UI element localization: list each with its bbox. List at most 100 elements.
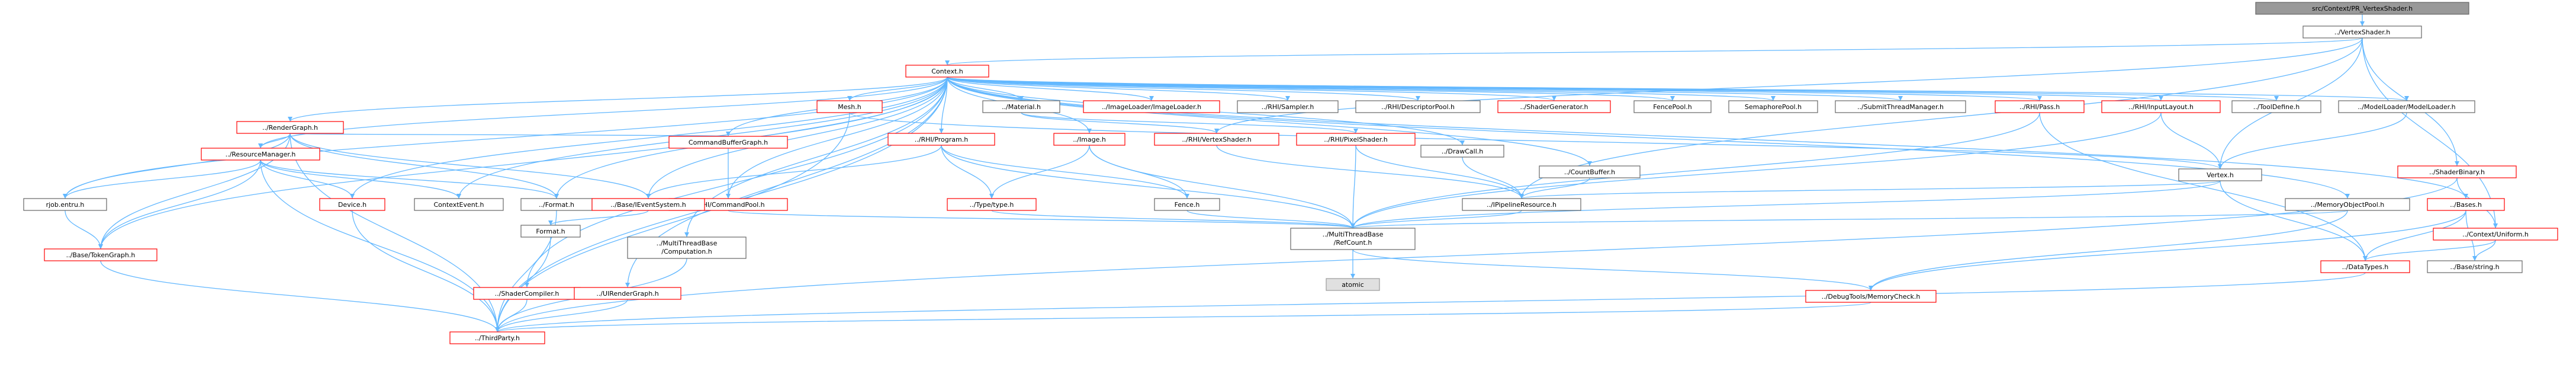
node-box-descpool xyxy=(1355,100,1481,113)
node-uniform[interactable]: ../Context/Uniform.h xyxy=(2433,228,2558,241)
node-sempool[interactable]: SemaphorePool.h xyxy=(1728,100,1818,113)
node-label-mesh: Mesh.h xyxy=(838,103,861,111)
node-fence[interactable]: Fence.h xyxy=(1154,198,1220,211)
edge-ctx-to-imgloader xyxy=(947,76,1152,101)
node-imgloader[interactable]: ../ImageLoader/ImageLoader.h xyxy=(1083,100,1220,113)
node-label-refcount-0: ../MultiThreadBase xyxy=(1323,231,1384,238)
edge-ctx-to-resmgr xyxy=(260,76,948,149)
edge-rendergraph-to-rpasshint xyxy=(65,133,291,199)
node-tokengraph[interactable]: ../Base/TokenGraph.h xyxy=(44,248,157,261)
node-memcheck[interactable]: ../DebugTools/MemoryCheck.h xyxy=(1805,290,1937,303)
edge-arrowhead-ctx-to-tooldefine xyxy=(2274,96,2279,101)
node-cmdbufgraph[interactable]: CommandBufferGraph.h xyxy=(668,136,788,149)
edge-memobjpool-to-refcount xyxy=(1352,210,2348,229)
node-types[interactable]: ../Type/type.h xyxy=(947,198,1037,211)
node-countbuffer[interactable]: ../CountBuffer.h xyxy=(1539,165,1641,178)
node-label-device: Device.h xyxy=(338,201,366,209)
node-shadergen[interactable]: ../ShaderGenerator.h xyxy=(1497,100,1611,113)
edge-arrowhead-ctx-to-rhipass xyxy=(2037,96,2042,101)
node-label-format2: Format.h xyxy=(536,228,565,235)
node-pipeline[interactable]: ../IPipelineResource.h xyxy=(1462,198,1581,211)
node-image[interactable]: ../Image.h xyxy=(1053,133,1125,146)
node-box-cmdbufgraph xyxy=(668,136,788,149)
edge-arrowhead-ctx-to-image xyxy=(1087,129,1092,133)
edge-arrowhead-material-to-rhivs xyxy=(1214,129,1219,133)
edge-rendergraph-to-ieventsys xyxy=(290,133,649,199)
node-thirdparty[interactable]: ../ThirdParty.h xyxy=(449,331,545,344)
node-rpasshint[interactable]: rjob.entru.h xyxy=(23,198,107,211)
edge-countbuffer-to-pipeline xyxy=(1521,177,1590,199)
edge-vs-to-uniform xyxy=(2362,37,2496,229)
node-device[interactable]: Device.h xyxy=(319,198,385,211)
node-mesh[interactable]: Mesh.h xyxy=(816,100,883,113)
node-format[interactable]: ../Format.h xyxy=(520,198,593,211)
node-inputlayout[interactable]: ../RHI/InputLayout.h xyxy=(2101,100,2221,113)
node-label-countbuffer: ../CountBuffer.h xyxy=(1564,168,1615,176)
node-label-basestring: ../Base/string.h xyxy=(2450,263,2499,271)
node-box-rhivs xyxy=(1154,133,1279,146)
node-label-vertex: Vertex.h xyxy=(2207,171,2234,179)
node-resmgr[interactable]: ../ResourceManager.h xyxy=(201,148,320,161)
node-datatypes[interactable]: ../DataTypes.h xyxy=(2320,260,2410,273)
node-atomic: atomic xyxy=(1326,278,1380,291)
node-material[interactable]: ../Material.h xyxy=(982,100,1060,113)
edge-vertex-to-datatypes xyxy=(2220,180,2366,261)
node-drawcall[interactable]: ../DrawCall.h xyxy=(1420,145,1504,158)
node-rhipass[interactable]: ../RHI/Pass.h xyxy=(1995,100,2085,113)
edge-vs-to-ctx xyxy=(947,37,2363,66)
edge-tokengraph-to-thirdparty xyxy=(100,260,498,333)
node-box-basestring xyxy=(2427,260,2523,273)
node-rhiprogram[interactable]: ../RHI/Program.h xyxy=(887,133,995,146)
node-rendergraph[interactable]: ../RenderGraph.h xyxy=(236,121,344,134)
edge-arrowhead-ctx-to-submitmgr xyxy=(1898,96,1903,101)
edge-arrowhead-ctx-to-mesh xyxy=(847,96,852,101)
node-uirendergraph[interactable]: ../UIRenderGraph.h xyxy=(574,287,681,300)
node-memobjpool[interactable]: ../MemoryObjectPool.h xyxy=(2285,198,2410,211)
node-mtbcomp[interactable]: ../MultiThreadBase/Computation.h xyxy=(627,236,747,259)
node-box-uniform xyxy=(2433,228,2558,241)
edge-rhiprogram-to-refcount xyxy=(941,145,1353,229)
edge-arrowhead-ctx-to-descpool xyxy=(1416,96,1420,101)
edge-arrowhead-rendergraph-to-resmgr xyxy=(258,143,263,148)
node-tooldefine[interactable]: ../ToolDefine.h xyxy=(2231,100,2321,113)
node-basestring[interactable]: ../Base/string.h xyxy=(2427,260,2523,273)
node-box-sempool xyxy=(1728,100,1818,113)
node-refcount[interactable]: ../MultiThreadBase/RefCount.h xyxy=(1290,228,1416,250)
node-label-submitmgr: ../SubmitThreadManager.h xyxy=(1857,103,1944,111)
node-shadercompiler[interactable]: ../ShaderCompiler.h xyxy=(473,287,581,300)
node-label-mtbcomp-1: /Computation.h xyxy=(661,248,712,255)
node-rhisampler[interactable]: ../RHI/Sampler.h xyxy=(1237,100,1339,113)
node-format2[interactable]: Format.h xyxy=(520,225,581,238)
edge-resmgr-to-thirdparty xyxy=(260,159,498,333)
node-box-countbuffer xyxy=(1539,165,1641,178)
node-label-mtbcomp-0: ../MultiThreadBase xyxy=(657,239,718,247)
node-ctxevent[interactable]: ContextEvent.h xyxy=(414,198,504,211)
node-box-uirendergraph xyxy=(574,287,681,300)
node-vertex[interactable]: Vertex.h xyxy=(2178,168,2262,181)
node-label-thirdparty: ../ThirdParty.h xyxy=(475,334,520,342)
edge-ctx-to-material xyxy=(947,76,1022,101)
node-bases[interactable]: ../Bases.h xyxy=(2427,198,2505,211)
node-box-types xyxy=(947,198,1037,211)
node-label-vs: ../VertexShader.h xyxy=(2334,28,2391,36)
node-ieventsys[interactable]: ../Base/IEventSystem.h xyxy=(591,198,705,211)
edge-bases-to-memcheck xyxy=(1870,210,2466,291)
node-rhivs[interactable]: ../RHI/VertexShader.h xyxy=(1154,133,1279,146)
node-label-rendergraph: ../RenderGraph.h xyxy=(262,124,318,132)
edge-drawcall-to-pipeline xyxy=(1462,156,1522,199)
node-descpool[interactable]: ../RHI/DescriptorPool.h xyxy=(1355,100,1481,113)
node-shaderbinary[interactable]: ../ShaderBinary.h xyxy=(2397,165,2517,178)
node-submitmgr[interactable]: ../SubmitThreadManager.h xyxy=(1835,100,1966,113)
node-vs[interactable]: ../VertexShader.h xyxy=(2302,25,2422,39)
node-modelloader[interactable]: ../ModelLoader/ModelLoader.h xyxy=(2338,100,2475,113)
edge-ctx-to-modelloader xyxy=(947,76,2407,101)
node-fencepool[interactable]: FencePool.h xyxy=(1633,100,1712,113)
edge-fence-to-refcount xyxy=(1186,210,1353,229)
node-rhips[interactable]: ../RHI/PixelShader.h xyxy=(1296,133,1416,146)
node-box-rhiprogram xyxy=(887,133,995,146)
edge-arrowhead-vs-to-ctx xyxy=(945,60,950,65)
edge-arrowhead-resmgr-to-format xyxy=(554,194,559,199)
node-box-shaderbinary xyxy=(2397,165,2517,178)
node-label-format: ../Format.h xyxy=(539,201,574,209)
node-ctx[interactable]: Context.h xyxy=(905,65,989,78)
